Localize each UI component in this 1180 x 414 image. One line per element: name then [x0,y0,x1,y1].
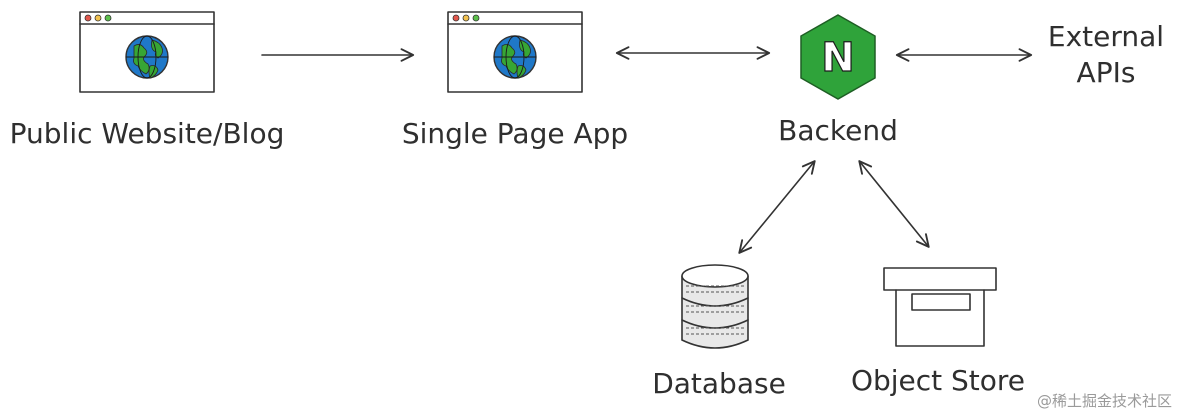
object-store-label: Object Store [851,364,1025,397]
external-label-line2: APIs [1077,56,1136,89]
watermark: @稀土掘金技术社区 [1037,392,1172,410]
arrow-backend-object-store [858,160,930,248]
globe-icon [493,35,537,79]
nginx-letter: N [821,35,854,81]
external-label-line1: External [1048,20,1164,53]
arrow-backend-database [738,160,816,254]
database-label: Database [652,367,786,400]
globe-icon [125,35,169,79]
spa-label: Single Page App [402,117,628,150]
spa-browser-icon [447,11,583,93]
database-icon [681,264,749,349]
backend-label: Backend [778,114,898,147]
storage-box-icon [883,267,997,347]
public-website-label: Public Website/Blog [10,117,285,150]
public-website-browser-icon [79,11,215,93]
nginx-icon: N [800,14,876,100]
